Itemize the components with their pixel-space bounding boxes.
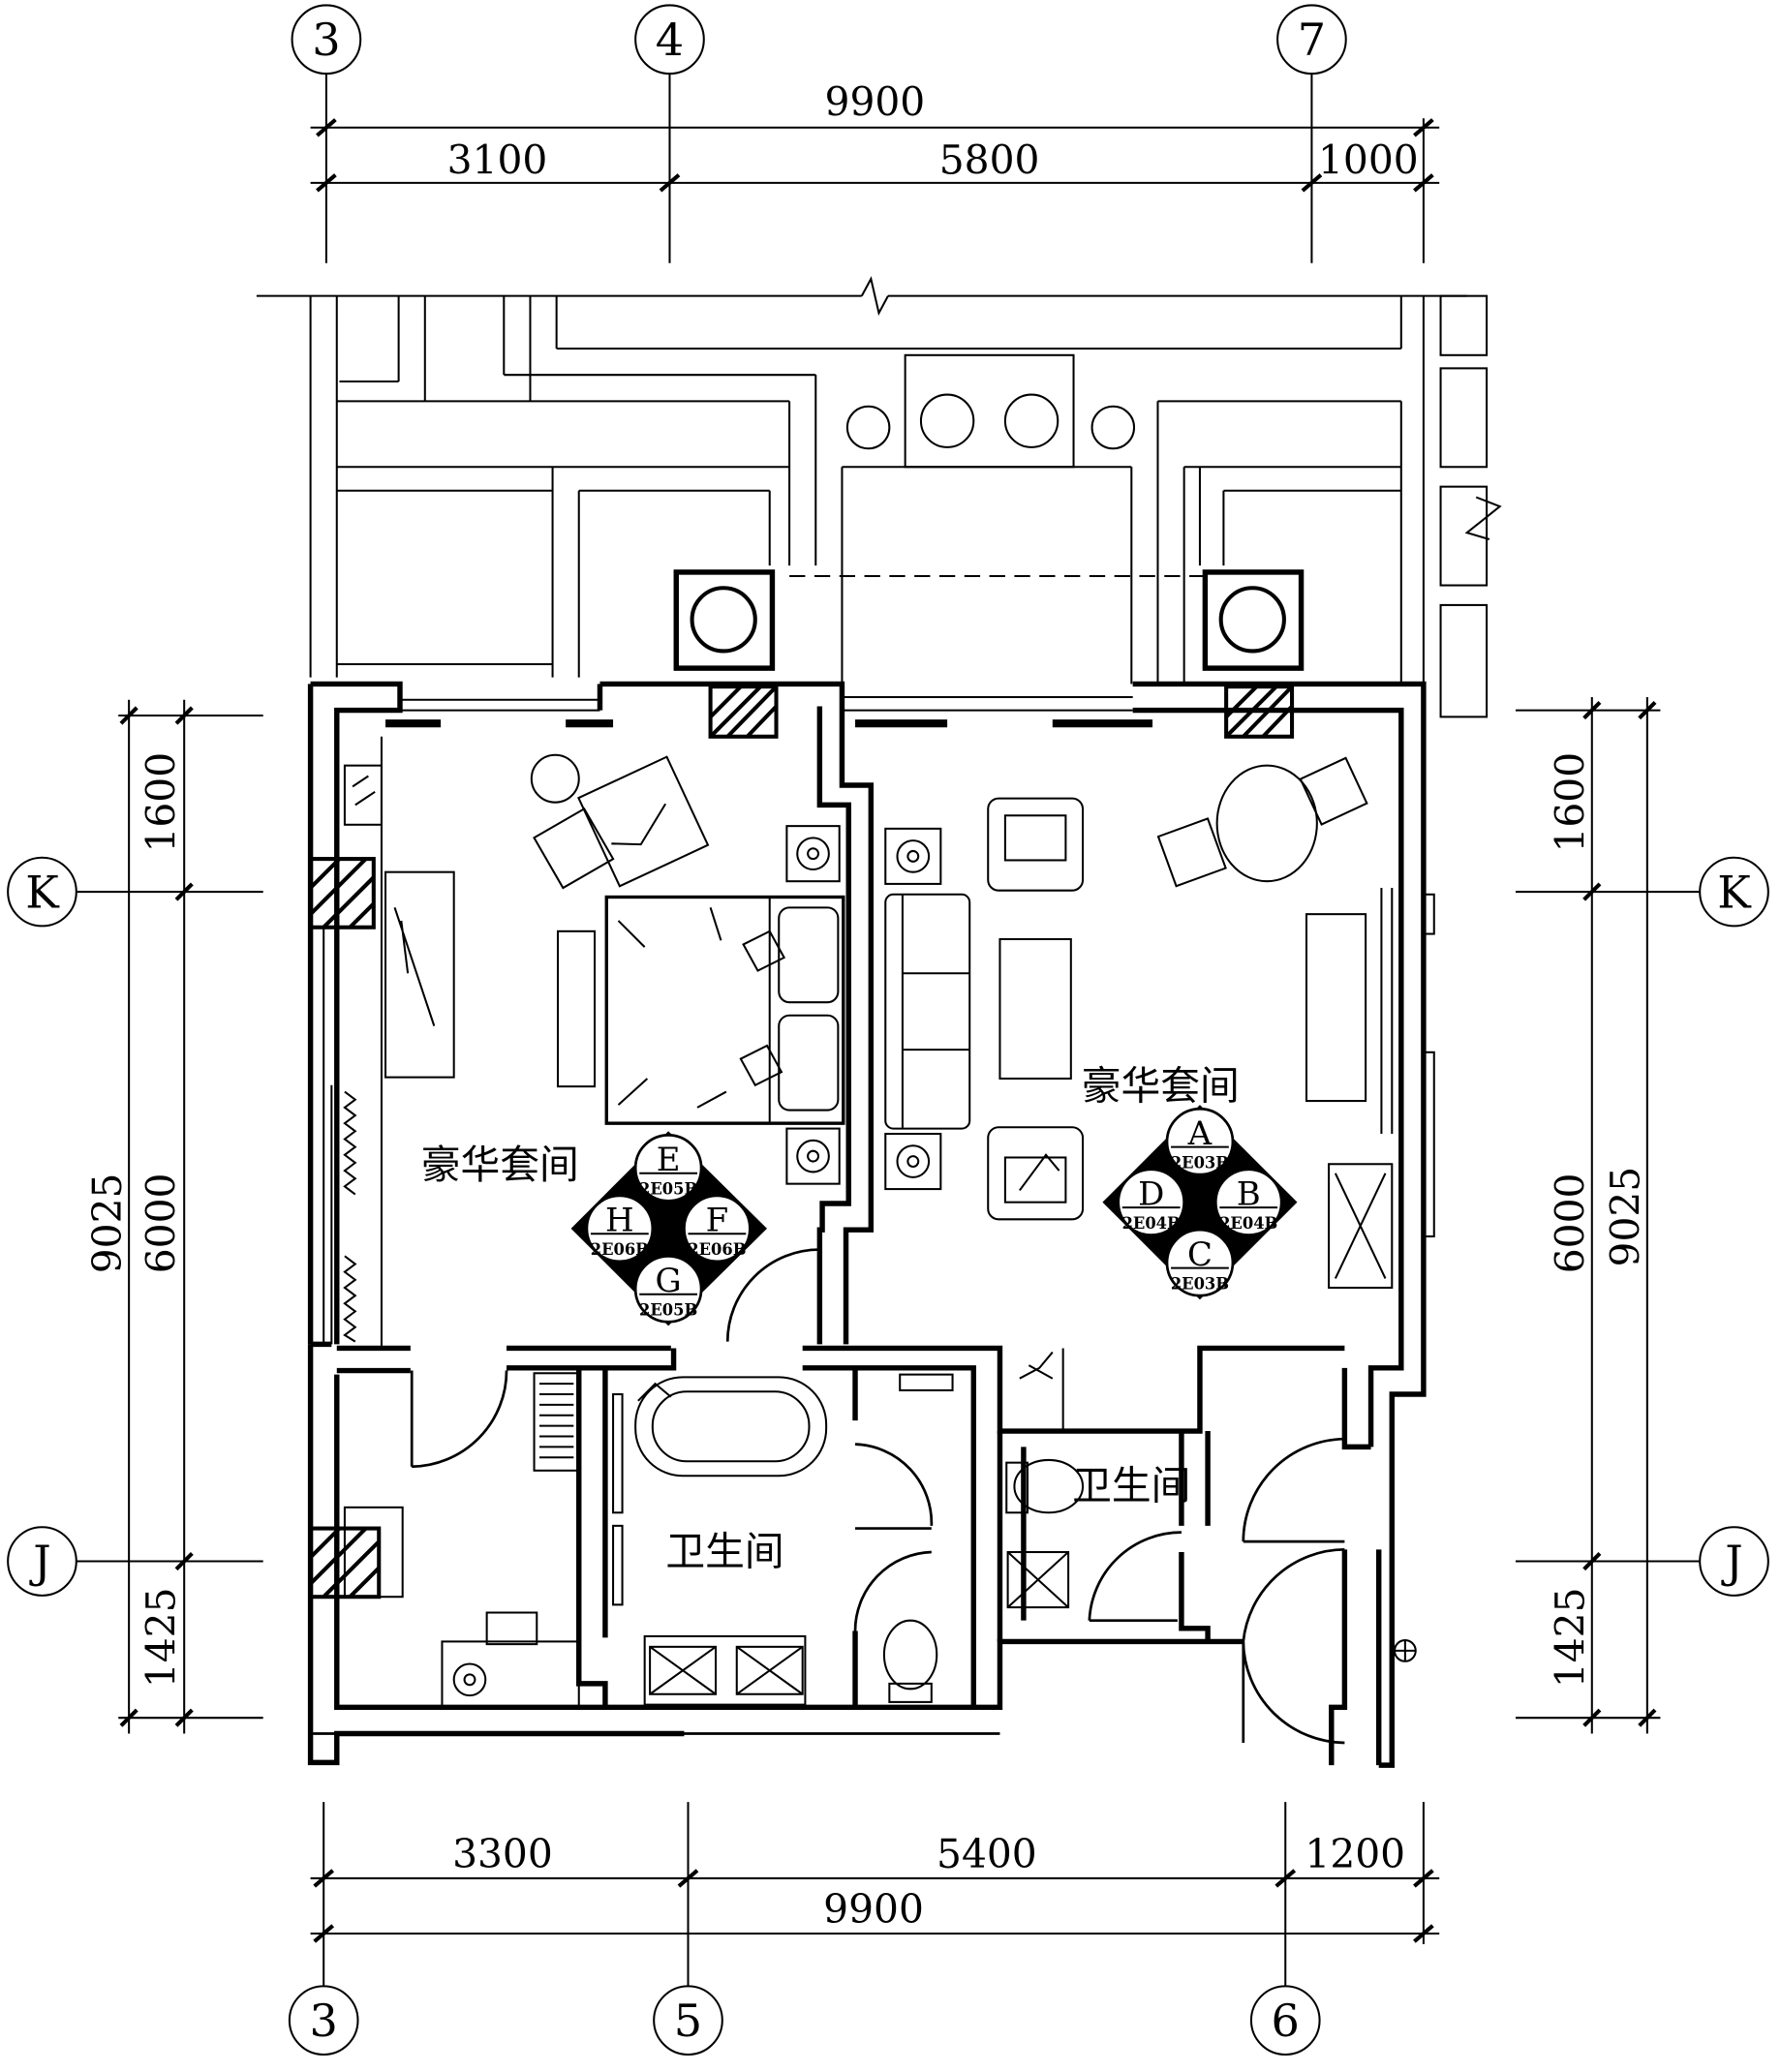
axis-label-6-bottom: 6 bbox=[1272, 1995, 1300, 2047]
room-label-bath-main: 卫生间 bbox=[665, 1529, 783, 1575]
interior-walls bbox=[336, 706, 1382, 1766]
doors bbox=[410, 1242, 1345, 1745]
dim-right-seg-1: 1600 bbox=[1548, 752, 1594, 853]
elev-right-left-letter: D bbox=[1138, 1174, 1164, 1213]
bathroom-fixtures bbox=[343, 1372, 1417, 1709]
dim-top-seg-1: 3100 bbox=[447, 137, 548, 183]
exterior-walls bbox=[307, 681, 1427, 1768]
top-grid-axes bbox=[291, 4, 1425, 263]
dim-right-seg-3: 1425 bbox=[1548, 1587, 1594, 1688]
elev-right-top-ref: 2E03B bbox=[1171, 1153, 1229, 1172]
dim-left-seg-3: 1425 bbox=[138, 1587, 185, 1688]
room-label-suite-left: 豪华套间 bbox=[421, 1142, 579, 1188]
dim-left-seg-2: 6000 bbox=[138, 1173, 185, 1274]
axis-label-3-bottom: 3 bbox=[309, 1995, 337, 2047]
axis-label-5-bottom: 5 bbox=[674, 1995, 702, 2047]
axis-label-4-top: 4 bbox=[656, 14, 684, 66]
elev-right-top-letter: A bbox=[1187, 1114, 1213, 1153]
dim-bottom-seg-1: 3300 bbox=[452, 1831, 553, 1877]
elevation-marker-right bbox=[1102, 1105, 1298, 1300]
elev-left-left-ref: 2E06B bbox=[591, 1240, 649, 1259]
elev-right-left-ref: 2E04B bbox=[1122, 1214, 1181, 1233]
elev-left-top-ref: 2E05B bbox=[639, 1180, 697, 1199]
dim-top-seg-3: 1000 bbox=[1318, 137, 1419, 183]
axis-label-j-right: J bbox=[1721, 1536, 1743, 1588]
dim-right-seg-2: 6000 bbox=[1548, 1173, 1594, 1274]
elev-left-bottom-letter: G bbox=[656, 1262, 682, 1300]
elev-right-bottom-ref: 2E03B bbox=[1171, 1274, 1229, 1293]
elev-left-left-letter: H bbox=[605, 1202, 634, 1240]
axis-label-j-left: J bbox=[29, 1536, 51, 1588]
dim-bottom-total: 9900 bbox=[823, 1886, 924, 1933]
elev-left-right-ref: 2E06B bbox=[688, 1240, 746, 1259]
axis-label-k-right: K bbox=[1717, 866, 1752, 918]
top-dimension-lines bbox=[310, 118, 1440, 193]
left-suite-furniture bbox=[343, 753, 845, 1185]
elevation-marker-left bbox=[570, 1131, 768, 1326]
dim-left-total: 9025 bbox=[84, 1173, 131, 1274]
right-suite-furniture bbox=[884, 756, 1435, 1432]
elev-right-right-letter: B bbox=[1237, 1174, 1261, 1213]
dim-top-seg-2: 5800 bbox=[939, 137, 1040, 183]
elev-right-bottom-letter: C bbox=[1187, 1235, 1213, 1274]
dim-left-seg-1: 1600 bbox=[138, 752, 185, 853]
room-label-bath-small: 卫生间 bbox=[1072, 1463, 1190, 1509]
dim-top-total: 9900 bbox=[825, 79, 926, 126]
windows-top bbox=[385, 695, 1153, 728]
axis-label-3-top: 3 bbox=[312, 14, 340, 66]
dim-bottom-seg-2: 5400 bbox=[937, 1831, 1037, 1877]
elev-left-bottom-ref: 2E05B bbox=[639, 1301, 697, 1320]
elev-left-right-letter: F bbox=[706, 1202, 729, 1240]
room-label-suite-right: 豪华套间 bbox=[1082, 1063, 1240, 1110]
window-left bbox=[322, 736, 383, 1349]
bottom-grid-axes bbox=[288, 1802, 1440, 2056]
dim-bottom-seg-3: 1200 bbox=[1305, 1831, 1405, 1877]
terrace-area bbox=[256, 276, 1502, 718]
dim-right-total: 9025 bbox=[1603, 1167, 1649, 1267]
elev-left-top-letter: E bbox=[657, 1141, 681, 1179]
elev-right-right-ref: 2E04B bbox=[1219, 1214, 1277, 1233]
axis-label-7-top: 7 bbox=[1298, 14, 1326, 66]
side-grid-axes bbox=[7, 697, 1769, 1734]
axis-label-k-left: K bbox=[25, 866, 60, 918]
